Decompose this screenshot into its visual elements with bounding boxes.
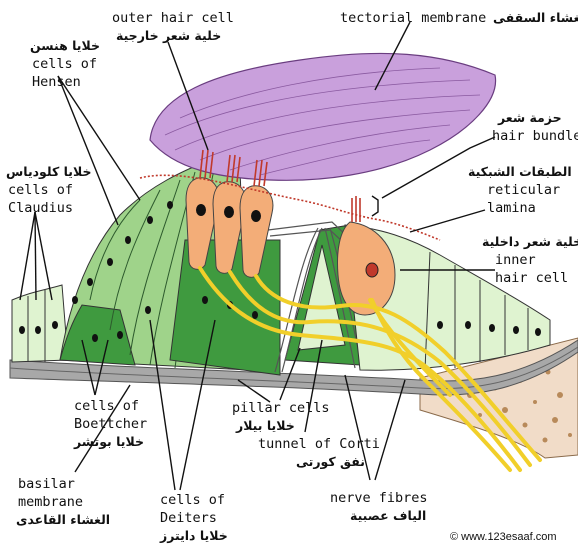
- label-reticular-2: lamina: [487, 200, 536, 216]
- label-hensen-1: cells of: [32, 56, 97, 72]
- label-reticular-ar: الطبقات الشبكية: [468, 164, 572, 179]
- label-tectorial-membrane: tectorial membrane: [340, 10, 486, 26]
- label-deiters-1: cells of: [160, 492, 225, 508]
- label-boettcher-ar: خلايا بوتشر: [73, 434, 144, 449]
- label-deiters-2: Deiters: [160, 510, 217, 526]
- label-claudius-1: cells of: [8, 182, 73, 198]
- label-tunnel-of-corti-ar: نفق كورتى: [296, 454, 365, 469]
- label-hensen-2: Hensen: [32, 74, 81, 90]
- inner-hair-bundle: [352, 196, 360, 222]
- label-tunnel-of-corti: tunnel of Corti: [258, 436, 380, 452]
- copyright-text: © www.123esaaf.com: [450, 531, 557, 543]
- label-inner-hair-cell-2: hair cell: [495, 270, 568, 286]
- label-nerve-fibres: nerve fibres: [330, 490, 428, 506]
- label-inner-hair-cell-ar: خلية شعر داخلية: [482, 234, 578, 249]
- label-reticular-1: reticular: [487, 182, 560, 198]
- label-outer-hair-cell: outer hair cell: [112, 10, 234, 26]
- label-nerve-fibres-ar: الياف عصبية: [350, 508, 426, 523]
- label-hair-bundle-ar: حزمة شعر: [497, 110, 562, 125]
- label-boettcher-2: Boettcher: [74, 416, 147, 432]
- label-basilar-2: membrane: [18, 494, 83, 510]
- outer-hair-cells: [186, 178, 273, 277]
- label-pillar-cells: pillar cells: [232, 400, 330, 416]
- label-claudius-ar: خلايا كلودياس: [6, 164, 92, 179]
- label-basilar-ar: الغشاء القاعدى: [16, 512, 110, 527]
- label-inner-hair-cell-1: inner: [495, 252, 536, 268]
- label-hair-bundle: hair bundle: [492, 128, 578, 144]
- label-outer-hair-cell-ar: خلية شعر خارجية: [116, 28, 221, 43]
- label-pillar-cells-ar: خلايا بيلار: [235, 418, 295, 433]
- label-claudius-2: Claudius: [8, 200, 73, 216]
- label-basilar-1: basilar: [18, 476, 75, 492]
- label-boettcher-1: cells of: [74, 398, 139, 414]
- label-hensen-ar: خلايا هنسن: [30, 38, 100, 53]
- label-tectorial-membrane-ar: الغشاء السقفى: [493, 10, 578, 25]
- label-deiters-ar: خلايا دايترز: [159, 528, 228, 543]
